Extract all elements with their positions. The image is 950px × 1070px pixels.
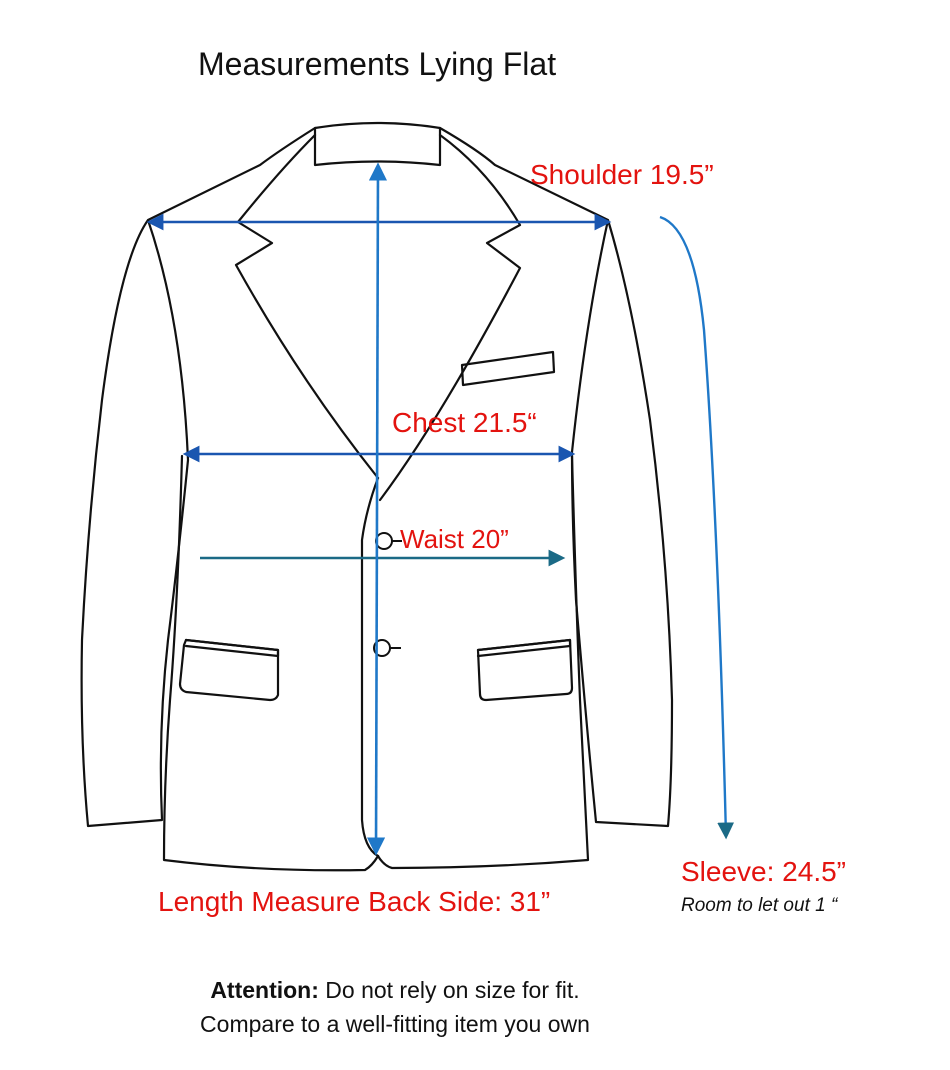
compare-note: Compare to a well-fitting item you own [200,1011,590,1037]
left-pocket [178,638,280,702]
right-sleeve [438,126,674,828]
sleeve-label: Sleeve: 24.5” [681,856,846,887]
right-pocket-flap [476,638,572,658]
length-label: Length Measure Back Side: 31” [158,886,551,917]
top-button [375,532,393,550]
attention-note: Attention: Do not rely on size for fit. [0,979,790,1002]
left-pocket-flap [184,638,280,658]
chest-label: Chest 21.5“ [392,407,537,438]
collar [313,121,442,167]
sleeve-arrow [659,215,735,840]
right-body [376,454,590,870]
shoulder-label: Shoulder 19.5” [530,159,714,190]
diagram-title: Measurements Lying Flat [198,46,557,82]
waist-label: Waist 20” [400,524,509,554]
blazer-outline-icon [80,121,674,872]
room-to-let-out-label: Room to let out 1 “ [681,895,838,916]
left-sleeve [80,126,317,828]
left-body [162,454,380,872]
right-pocket [476,638,574,702]
button-icon [373,532,402,657]
left-lapel [234,133,380,480]
attention-label: Attention: [210,977,319,1003]
attention-text: Do not rely on size for fit. [318,977,580,1003]
right-lapel [378,133,522,502]
breast-pocket [460,350,556,387]
length-arrow [366,162,388,856]
